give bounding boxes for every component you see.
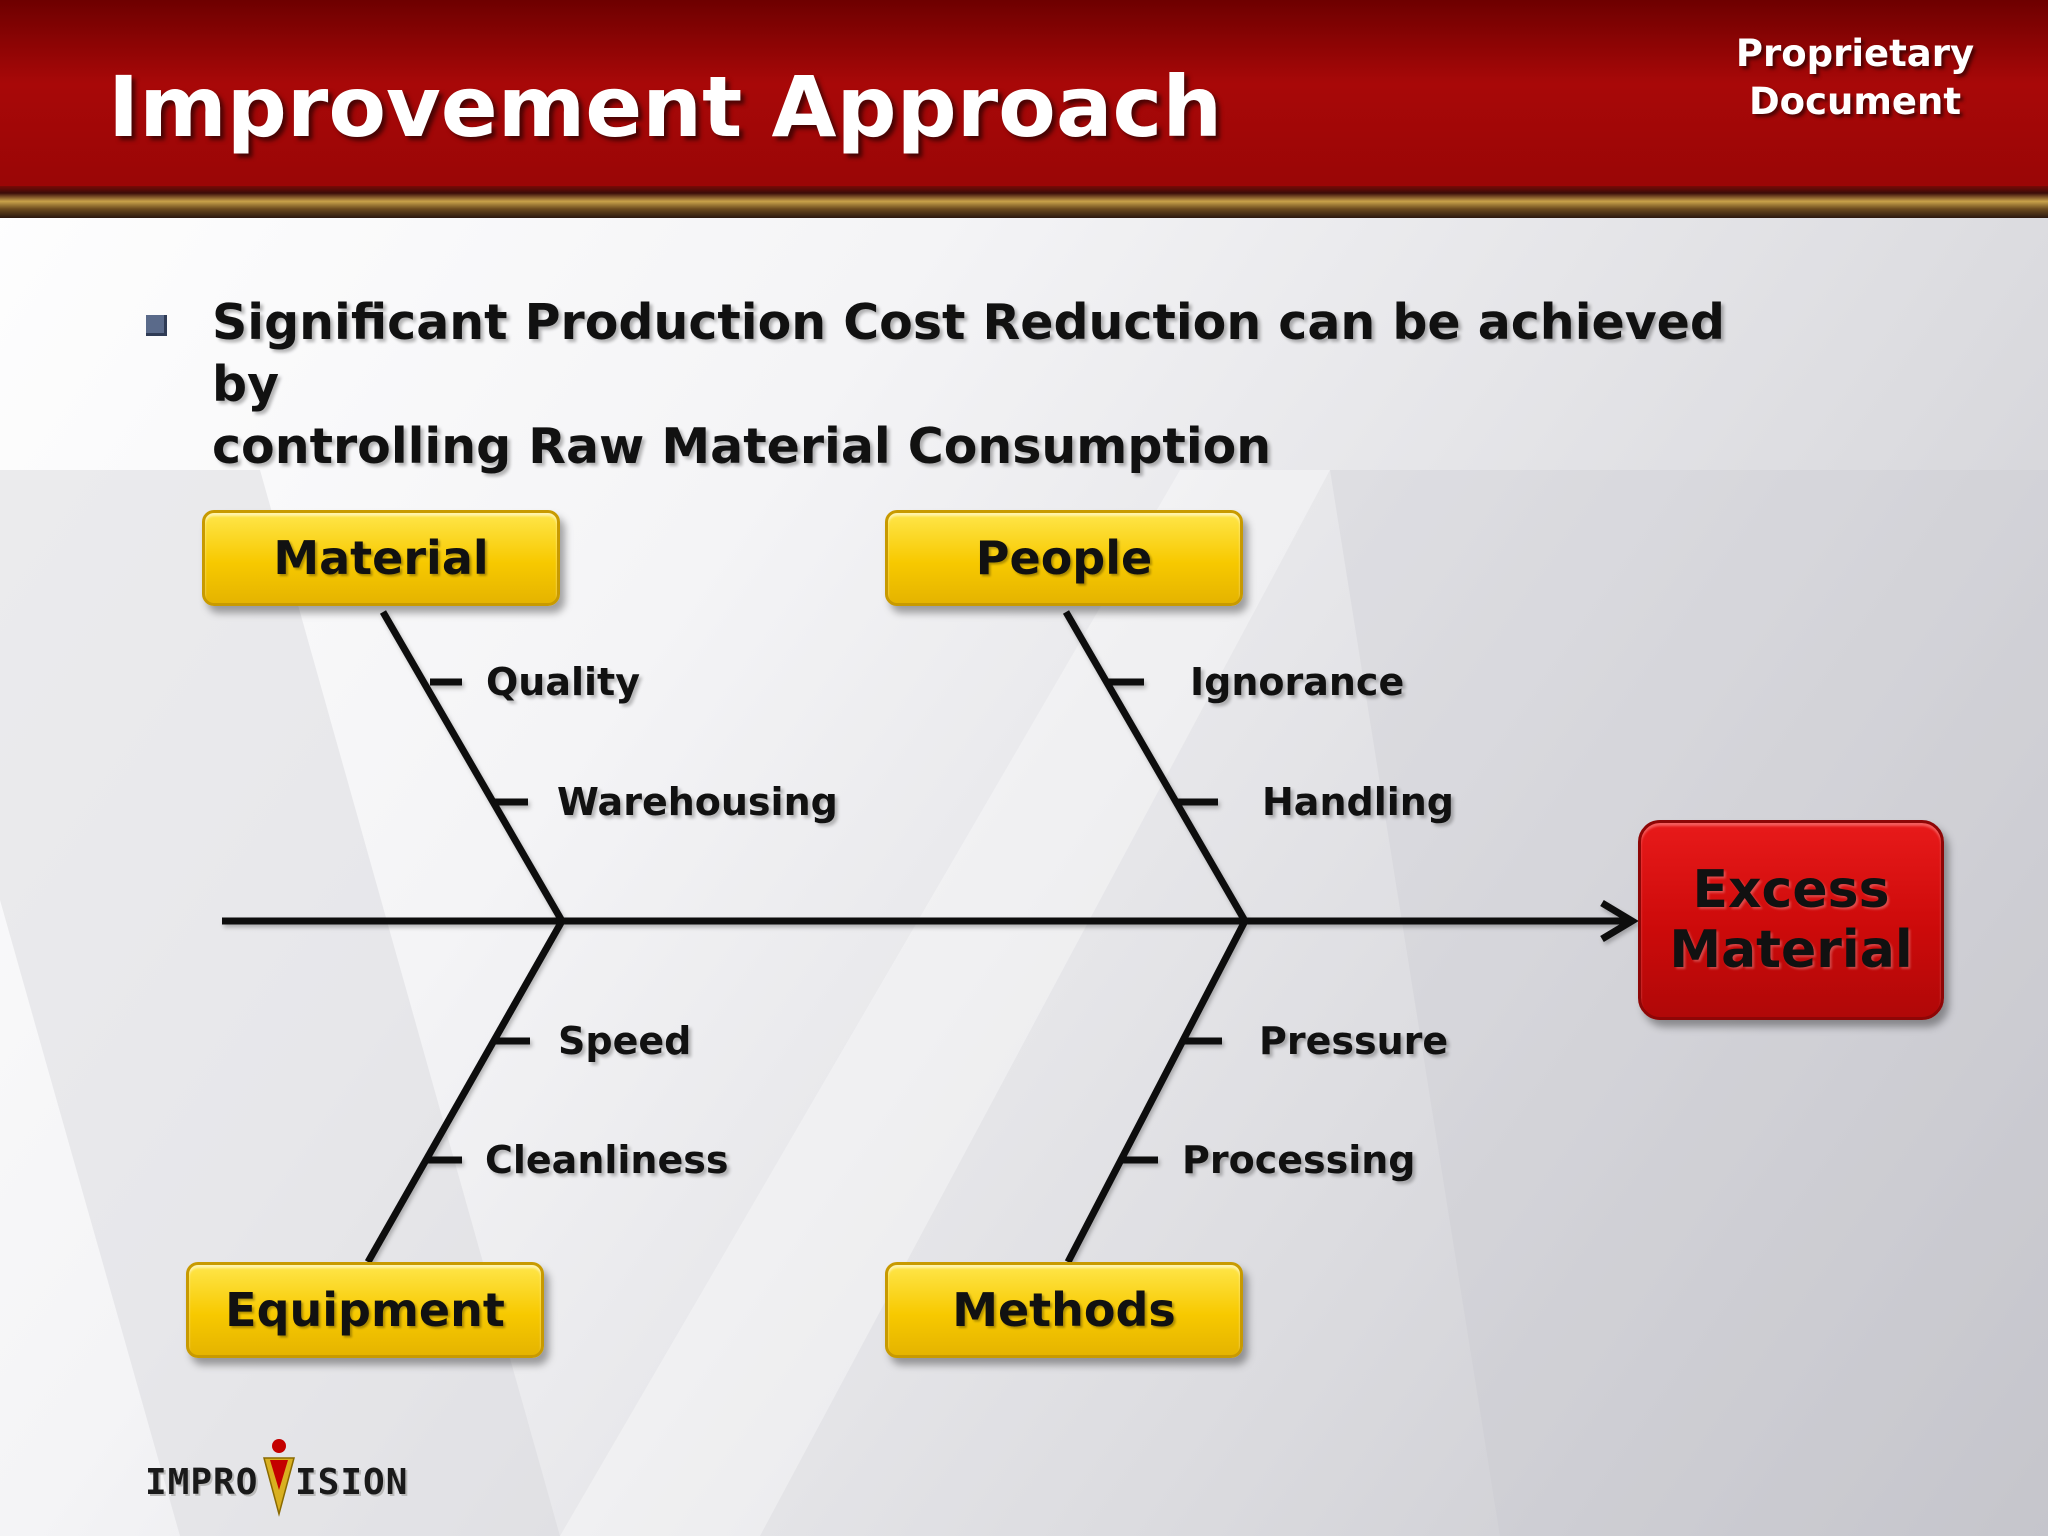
category-methods-box: Methods xyxy=(885,1262,1243,1358)
bullet-line-2: controlling Raw Material Consumption xyxy=(212,418,1272,475)
cause-handling: Handling xyxy=(1262,780,1455,824)
bullet-text: Significant Production Cost Reduction ca… xyxy=(212,292,1772,478)
material-bone xyxy=(379,610,566,923)
logo-text-right: ISION xyxy=(295,1462,409,1503)
cause-processing: Processing xyxy=(1182,1138,1416,1182)
effect-line-2: Material xyxy=(1669,920,1913,980)
category-equipment-box: Equipment xyxy=(186,1262,544,1358)
page-title: Improvement Approach xyxy=(108,58,1223,156)
cause-pressure: Pressure xyxy=(1259,1019,1449,1063)
proprietary-line-2: Document xyxy=(1748,80,1962,123)
spine-arrowhead xyxy=(1600,899,1639,943)
improvision-logo: IMPRO ISION xyxy=(145,1432,407,1522)
logo-text-left: IMPRO xyxy=(145,1462,259,1503)
effect-box: Excess Material xyxy=(1638,820,1944,1020)
cause-warehousing: Warehousing xyxy=(557,780,838,824)
methods-bone xyxy=(1064,919,1249,1264)
effect-line-1: Excess xyxy=(1692,860,1890,920)
bullet-square-icon xyxy=(146,315,167,336)
cause-speed: Speed xyxy=(558,1019,692,1063)
category-people-box: People xyxy=(885,510,1243,606)
bullet-line-1: Significant Production Cost Reduction ca… xyxy=(212,294,1725,413)
equipment-bone xyxy=(364,919,566,1264)
cause-ignorance: Ignorance xyxy=(1190,660,1405,704)
cause-quality: Quality xyxy=(486,660,640,704)
proprietary-label: Proprietary Document xyxy=(1705,30,2005,126)
people-bone xyxy=(1062,610,1249,923)
proprietary-line-1: Proprietary xyxy=(1735,32,1975,75)
cause-cleanliness: Cleanliness xyxy=(485,1138,729,1182)
logo-figure-icon xyxy=(263,1439,295,1517)
category-material-box: Material xyxy=(202,510,560,606)
header-bar: Improvement Approach Proprietary Documen… xyxy=(0,0,2048,186)
header-stripe xyxy=(0,186,2048,218)
